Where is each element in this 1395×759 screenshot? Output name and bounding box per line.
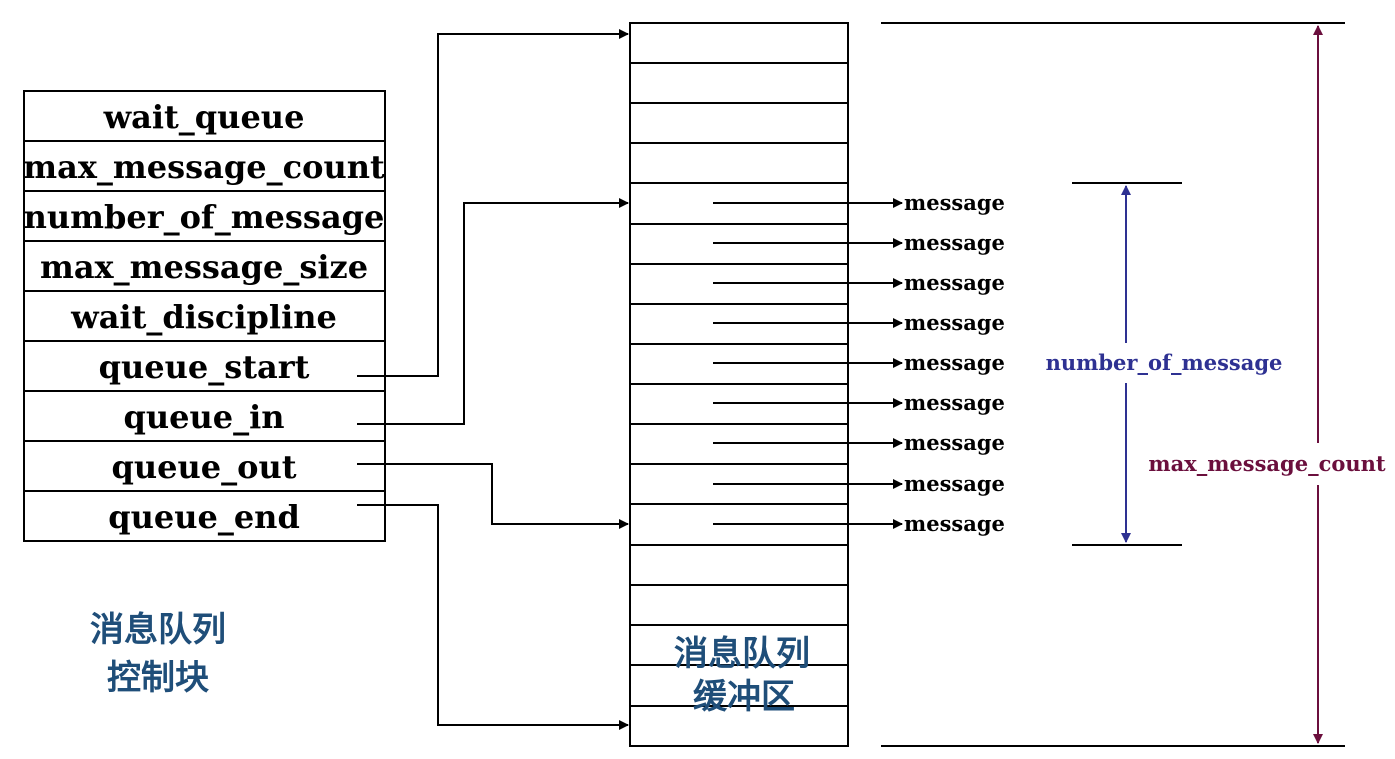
message-item: message (713, 471, 1005, 496)
message-item: message (713, 230, 1005, 255)
field-label: max_message_size (40, 248, 368, 286)
field-max-message-size: max_message_size (23, 240, 386, 292)
field-number-of-message: number_of_message (23, 190, 386, 242)
field-wait-discipline: wait_discipline (23, 290, 386, 342)
message-label: message (904, 390, 1005, 415)
message-label: message (904, 270, 1005, 295)
message-label: message (904, 511, 1005, 536)
field-queue-in: queue_in (23, 390, 386, 442)
buffer-caption-line2: 缓冲区 (693, 677, 795, 717)
message-item: message (713, 310, 1005, 335)
message-label: message (904, 190, 1005, 215)
buffer-slot-dividers (630, 62, 848, 707)
field-label: queue_out (111, 448, 296, 486)
max-message-count-dimension: max_message_count (881, 22, 1386, 747)
field-label: number_of_message (24, 198, 385, 236)
message-item: message (713, 511, 1005, 536)
field-queue-out: queue_out (23, 440, 386, 492)
control-block-caption-line1: 消息队列 (90, 610, 226, 650)
queue-in-pointer (357, 198, 629, 425)
message-item: message (713, 350, 1005, 375)
buffer-caption-line1: 消息队列 (674, 634, 810, 674)
queue-out-pointer (357, 463, 629, 529)
queue-end-pointer (357, 504, 629, 730)
control-block-caption-line2: 控制块 (107, 658, 209, 698)
message-item: message (713, 270, 1005, 295)
number-of-message-dimension: number_of_message (1046, 182, 1283, 546)
field-label: max_message_count (23, 148, 385, 186)
message-label: message (904, 350, 1005, 375)
field-label: queue_end (108, 498, 300, 536)
message-label: message (904, 471, 1005, 496)
message-label: message (904, 310, 1005, 335)
message-label: message (904, 230, 1005, 255)
field-label: wait_queue (103, 98, 305, 136)
number-of-message-label: number_of_message (1046, 350, 1283, 375)
queue-start-pointer (357, 29, 629, 377)
field-wait-queue: wait_queue (23, 90, 386, 142)
field-queue-start: queue_start (23, 340, 386, 392)
message-label: message (904, 430, 1005, 455)
field-max-message-count: max_message_count (23, 140, 386, 192)
field-queue-end: queue_end (23, 490, 386, 542)
message-item: message (713, 190, 1005, 215)
message-buffer: 消息队列 缓冲区 (629, 22, 849, 747)
field-label: wait_discipline (70, 298, 337, 336)
field-label: queue_in (123, 398, 284, 436)
max-message-count-label: max_message_count (1148, 451, 1386, 476)
pointer-connectors (357, 29, 629, 730)
message-item: message (713, 430, 1005, 455)
control-block: wait_queue max_message_count number_of_m… (23, 90, 386, 542)
message-item: message (713, 390, 1005, 415)
message-list: message message message message message … (713, 190, 1005, 536)
field-label: queue_start (99, 348, 310, 386)
